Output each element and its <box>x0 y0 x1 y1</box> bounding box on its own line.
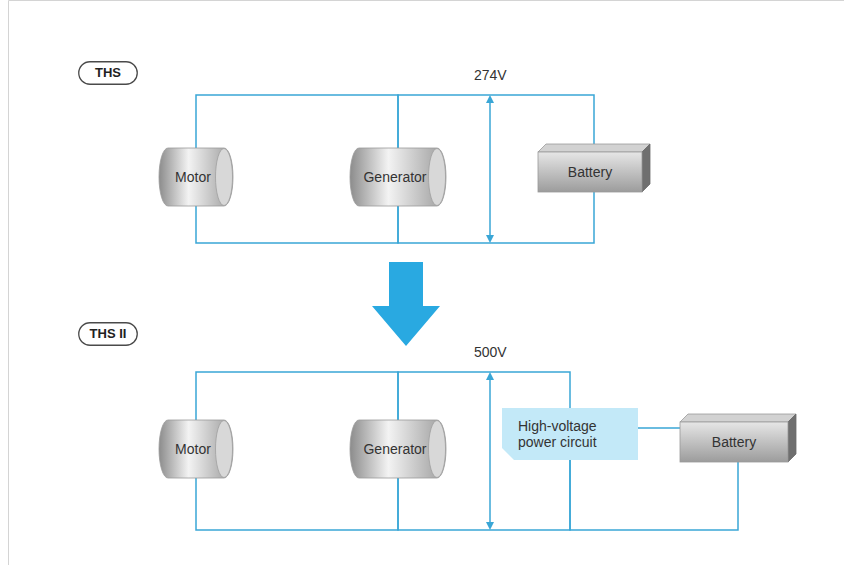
node-text: Battery <box>568 164 612 180</box>
box-front <box>538 152 642 192</box>
cylinder-body <box>350 148 446 206</box>
generator-cylinder: Generator <box>350 420 446 478</box>
motor-cylinder: Motor <box>159 148 233 206</box>
cylinder-body <box>159 420 233 478</box>
cylinder-body <box>350 420 446 478</box>
cylinder-end <box>429 149 446 206</box>
voltage-arrow <box>489 376 491 526</box>
node-text: High-voltage power circuit <box>518 418 622 450</box>
voltage-label: 500V <box>474 344 507 360</box>
box-top <box>538 144 650 152</box>
node-text: Battery <box>712 434 756 450</box>
battery-box: Battery <box>538 144 650 192</box>
section-tag: THS <box>78 61 138 85</box>
node-text: THS <box>95 65 121 81</box>
cylinder-end <box>429 421 446 478</box>
motor-cylinder: Motor <box>159 420 233 478</box>
box-top <box>680 414 796 422</box>
node-text: Generator <box>363 169 426 185</box>
battery-box: Battery <box>680 414 796 462</box>
voltage-arrow <box>489 99 491 239</box>
box-front <box>680 422 788 462</box>
cylinder-body <box>159 148 233 206</box>
tag-outline <box>79 323 138 346</box>
generator-cylinder: Generator <box>350 148 446 206</box>
power-circuit-box: High-voltage power circuit <box>502 408 638 460</box>
frame-border <box>9 1 844 565</box>
box-side <box>642 144 650 192</box>
cylinder-end <box>216 421 233 478</box>
node-text: Motor <box>175 169 211 185</box>
tag-outline <box>79 62 138 85</box>
voltage-label: 274V <box>474 67 507 83</box>
circuit-panel <box>502 408 638 460</box>
box-side <box>788 414 796 462</box>
node-text: Generator <box>363 441 426 457</box>
node-text: Motor <box>175 441 211 457</box>
section-tag: THS II <box>78 322 138 346</box>
node-text: THS II <box>90 326 127 342</box>
cylinder-end <box>216 149 233 206</box>
transition-arrow <box>372 262 440 346</box>
